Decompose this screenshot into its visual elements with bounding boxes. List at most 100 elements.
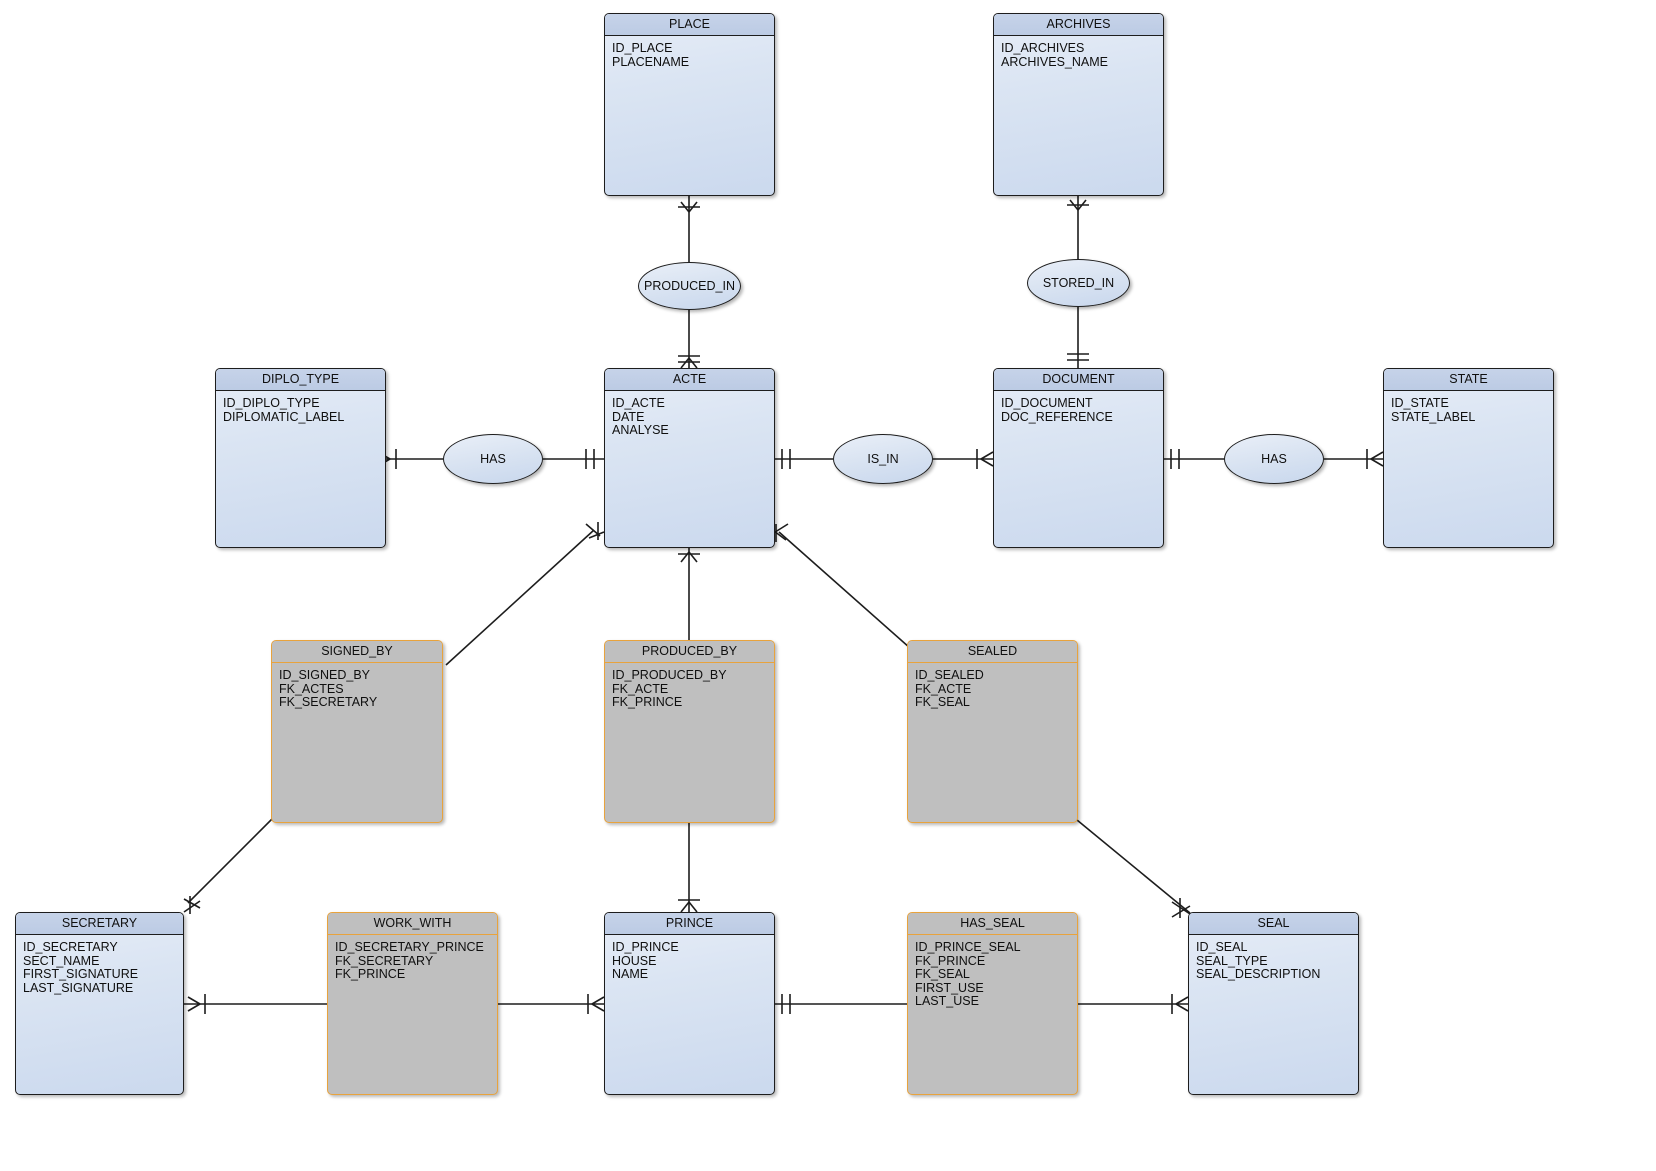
attribute: ID_PLACE	[612, 41, 673, 55]
entity-prince-title: PRINCE	[605, 913, 774, 935]
marker-acte-isin	[781, 449, 791, 469]
attribute: FK_SECRETARY	[279, 695, 378, 710]
marker-producedby-prince	[678, 899, 700, 913]
attribute: LAST_SIGNATURE	[23, 980, 134, 995]
entity-place[interactable]: PLACE ID_PLACE PLACENAME	[604, 13, 775, 196]
entity-state[interactable]: STATE ID_STATE STATE_LABEL	[1383, 368, 1554, 548]
attribute: ID_PRODUCED_BY	[612, 668, 727, 682]
relationship-is-in[interactable]: IS_IN	[833, 434, 933, 484]
attribute: ID_PRINCE	[612, 940, 679, 954]
assoc-entity-work-with[interactable]: WORK_WITH ID_SECRETARY_PRINCE FK_SECRETA…	[327, 912, 498, 1095]
attribute: SEAL_TYPE	[1196, 953, 1268, 968]
entity-acte-title: ACTE	[605, 369, 774, 391]
entity-document-attributes: ID_DOCUMENT DOC_REFERENCE	[994, 391, 1163, 424]
relationship-produced-in[interactable]: PRODUCED_IN	[638, 262, 741, 310]
entity-archives-title: ARCHIVES	[994, 14, 1163, 36]
marker-workwith-prince	[587, 994, 605, 1014]
entity-prince-attributes: ID_PRINCE HOUSE NAME	[605, 935, 774, 982]
attribute: ID_SEALED	[915, 668, 984, 682]
attribute: ID_DOCUMENT	[1001, 396, 1093, 410]
edge-acte-sealed	[778, 531, 911, 649]
assoc-entity-sealed-title: SEALED	[908, 641, 1077, 663]
marker-place-producedin	[678, 201, 700, 213]
assoc-entity-produced-by[interactable]: PRODUCED_BY ID_PRODUCED_BY FK_ACTE FK_PR…	[604, 640, 775, 823]
assoc-entity-work-with-title: WORK_WITH	[328, 913, 497, 935]
attribute: LAST_USE	[915, 994, 979, 1009]
relationship-has-document-state[interactable]: HAS	[1224, 434, 1324, 484]
attribute: DIPLOMATIC_LABEL	[223, 409, 345, 424]
attribute: HOUSE	[612, 953, 657, 968]
entity-state-title: STATE	[1384, 369, 1553, 391]
assoc-entity-has-seal-attributes: ID_PRINCE_SEAL FK_PRINCE FK_SEAL FIRST_U…	[908, 935, 1077, 1009]
edge-sealed-seal	[1076, 819, 1191, 914]
attribute: ARCHIVES_NAME	[1001, 54, 1108, 69]
attribute: FK_SEAL	[915, 967, 970, 982]
assoc-entity-signed-by[interactable]: SIGNED_BY ID_SIGNED_BY FK_ACTES FK_SECRE…	[271, 640, 443, 823]
entity-seal-attributes: ID_SEAL SEAL_TYPE SEAL_DESCRIPTION	[1189, 935, 1358, 982]
attribute: ANALYSE	[612, 423, 669, 438]
marker-storedin-document	[1067, 353, 1089, 361]
marker-acte-signedby	[585, 522, 605, 540]
entity-secretary-attributes: ID_SECRETARY SECT_NAME FIRST_SIGNATURE L…	[16, 935, 183, 995]
attribute: ID_SIGNED_BY	[279, 668, 371, 682]
entity-seal-title: SEAL	[1189, 913, 1358, 935]
marker-producedin-acte	[678, 355, 700, 369]
attribute: DOC_REFERENCE	[1001, 409, 1113, 424]
marker-isin-document	[976, 449, 994, 469]
relationship-stored-in[interactable]: STORED_IN	[1027, 259, 1130, 307]
attribute: ID_DIPLO_TYPE	[223, 396, 320, 410]
entity-acte-attributes: ID_ACTE DATE ANALYSE	[605, 391, 774, 438]
attribute: FK_PRINCE	[915, 953, 986, 968]
entity-archives-attributes: ID_ARCHIVES ARCHIVES_NAME	[994, 36, 1163, 69]
entity-secretary-title: SECRETARY	[16, 913, 183, 935]
entity-document[interactable]: DOCUMENT ID_DOCUMENT DOC_REFERENCE	[993, 368, 1164, 548]
marker-document-has	[1170, 449, 1180, 469]
attribute: FK_ACTES	[279, 681, 344, 696]
attribute: FK_ACTE	[612, 681, 669, 696]
entity-state-attributes: ID_STATE STATE_LABEL	[1384, 391, 1553, 424]
entity-seal[interactable]: SEAL ID_SEAL SEAL_TYPE SEAL_DESCRIPTION	[1188, 912, 1359, 1095]
attribute: ID_ARCHIVES	[1001, 41, 1085, 55]
entity-secretary[interactable]: SECRETARY ID_SECRETARY SECT_NAME FIRST_S…	[15, 912, 184, 1095]
attribute: SEAL_DESCRIPTION	[1196, 967, 1321, 982]
attribute: ID_SECRETARY_PRINCE	[335, 940, 484, 954]
attribute: FK_SEAL	[915, 695, 970, 710]
attribute: STATE_LABEL	[1391, 409, 1476, 424]
attribute: FK_SECRETARY	[335, 953, 434, 968]
assoc-entity-has-seal[interactable]: HAS_SEAL ID_PRINCE_SEAL FK_PRINCE FK_SEA…	[907, 912, 1078, 1095]
entity-archives[interactable]: ARCHIVES ID_ARCHIVES ARCHIVES_NAME	[993, 13, 1164, 196]
attribute: SECT_NAME	[23, 953, 100, 968]
attribute: FK_PRINCE	[335, 967, 406, 982]
attribute: ID_SEAL	[1196, 940, 1248, 954]
attribute: ID_PRINCE_SEAL	[915, 940, 1021, 954]
assoc-entity-produced-by-attributes: ID_PRODUCED_BY FK_ACTE FK_PRINCE	[605, 663, 774, 710]
attribute: FK_PRINCE	[612, 695, 683, 710]
attribute: ID_SECRETARY	[23, 940, 118, 954]
marker-signedby-secretary	[183, 896, 201, 914]
attribute: NAME	[612, 967, 649, 982]
edge-signedby-secretary	[187, 817, 274, 904]
marker-secretary-workwith	[187, 994, 206, 1014]
assoc-entity-sealed[interactable]: SEALED ID_SEALED FK_ACTE FK_SEAL	[907, 640, 1078, 823]
entity-acte[interactable]: ACTE ID_ACTE DATE ANALYSE	[604, 368, 775, 548]
assoc-entity-has-seal-title: HAS_SEAL	[908, 913, 1077, 935]
entity-place-attributes: ID_PLACE PLACENAME	[605, 36, 774, 69]
entity-diplo-type-attributes: ID_DIPLO_TYPE DIPLOMATIC_LABEL	[216, 391, 385, 424]
marker-acte-producedby	[678, 551, 700, 563]
assoc-entity-produced-by-title: PRODUCED_BY	[605, 641, 774, 663]
entity-diplo-type[interactable]: DIPLO_TYPE ID_DIPLO_TYPE DIPLOMATIC_LABE…	[215, 368, 386, 548]
relationship-has-diplotype-acte[interactable]: HAS	[443, 434, 543, 484]
marker-has-state	[1366, 449, 1384, 469]
entity-document-title: DOCUMENT	[994, 369, 1163, 391]
assoc-entity-signed-by-title: SIGNED_BY	[272, 641, 442, 663]
attribute: DATE	[612, 409, 645, 424]
entity-place-title: PLACE	[605, 14, 774, 36]
marker-prince-hasseal	[781, 994, 791, 1014]
attribute: FIRST_SIGNATURE	[23, 967, 139, 982]
entity-diplo-type-title: DIPLO_TYPE	[216, 369, 385, 391]
attribute: FK_ACTE	[915, 681, 972, 696]
assoc-entity-sealed-attributes: ID_SEALED FK_ACTE FK_SEAL	[908, 663, 1077, 710]
entity-prince[interactable]: PRINCE ID_PRINCE HOUSE NAME	[604, 912, 775, 1095]
